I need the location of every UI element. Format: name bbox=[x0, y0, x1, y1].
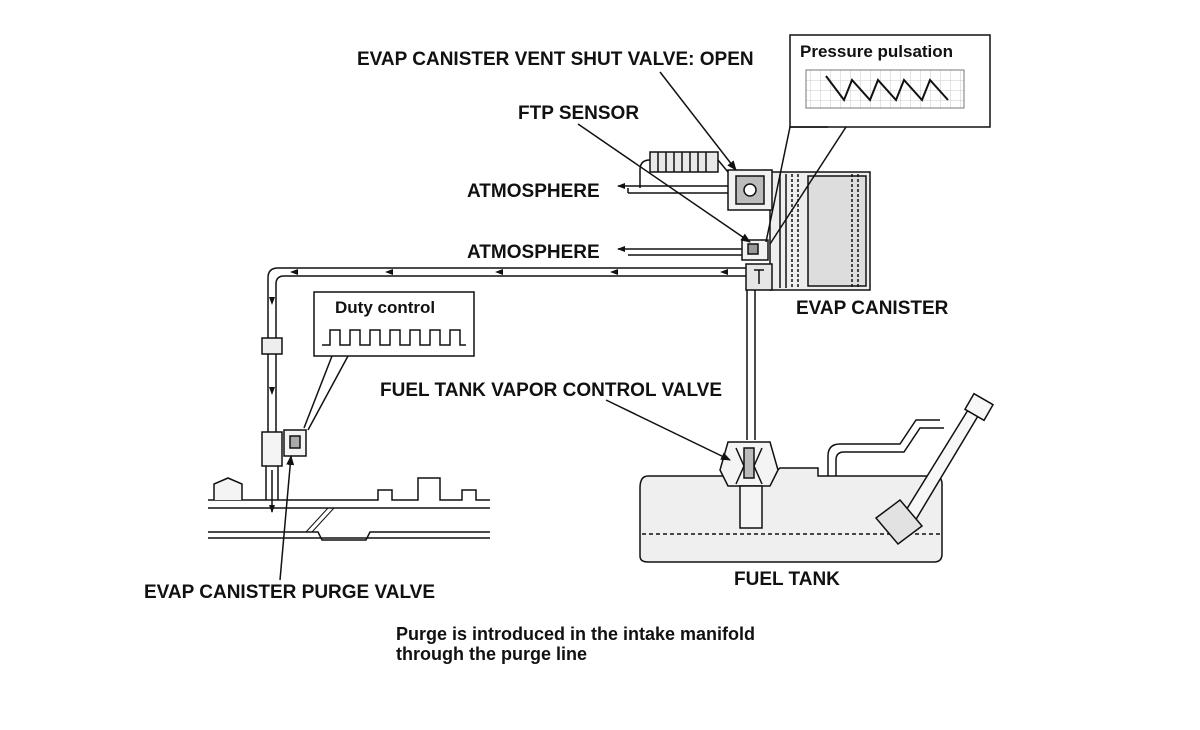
purge-valve-leader bbox=[279, 455, 295, 581]
vent-valve-leader bbox=[659, 71, 737, 171]
purge-valve bbox=[261, 429, 307, 513]
leader-lines bbox=[279, 71, 751, 581]
fuel-tank-label: FUEL TANK bbox=[734, 569, 840, 590]
vent-shut-valve-label: EVAP CANISTER VENT SHUT VALVE: OPEN bbox=[357, 49, 754, 70]
vapor-control-valve-label: FUEL TANK VAPOR CONTROL VALVE bbox=[380, 380, 723, 401]
purge-line bbox=[261, 267, 746, 432]
intake-manifold bbox=[208, 477, 490, 541]
vent-shut-valve bbox=[639, 151, 773, 211]
fuel-filler-neck bbox=[827, 392, 995, 546]
ftp-sensor bbox=[741, 239, 773, 291]
atmosphere-lower-label: ATMOSPHERE bbox=[467, 242, 600, 263]
caption-line-2: through the purge line bbox=[396, 644, 587, 664]
pressure-pulsation-title: Pressure pulsation bbox=[800, 42, 954, 61]
vapor-valve-leader bbox=[605, 399, 731, 461]
vapor-line bbox=[746, 290, 756, 440]
vapor-control-valve bbox=[719, 441, 779, 529]
duty-callout bbox=[303, 355, 349, 431]
pressure-callout bbox=[765, 126, 847, 245]
caption: Purge is introduced in the intake manifo… bbox=[396, 624, 755, 664]
ftp-sensor-leader bbox=[577, 123, 751, 243]
atmosphere-line-lower bbox=[617, 246, 742, 256]
evap-canister-label: EVAP CANISTER bbox=[796, 298, 949, 319]
atmosphere-upper-label: ATMOSPHERE bbox=[467, 181, 600, 202]
ftp-sensor-label: FTP SENSOR bbox=[518, 103, 640, 124]
duty-control-box bbox=[313, 291, 475, 357]
caption-line-1: Purge is introduced in the intake manifo… bbox=[396, 624, 756, 644]
pressure-pulsation-box bbox=[789, 34, 991, 128]
purge-valve-label: EVAP CANISTER PURGE VALVE bbox=[144, 582, 436, 603]
purge-flow-arrows bbox=[269, 269, 728, 395]
duty-control-title: Duty control bbox=[335, 298, 436, 317]
evap-canister bbox=[769, 171, 871, 291]
